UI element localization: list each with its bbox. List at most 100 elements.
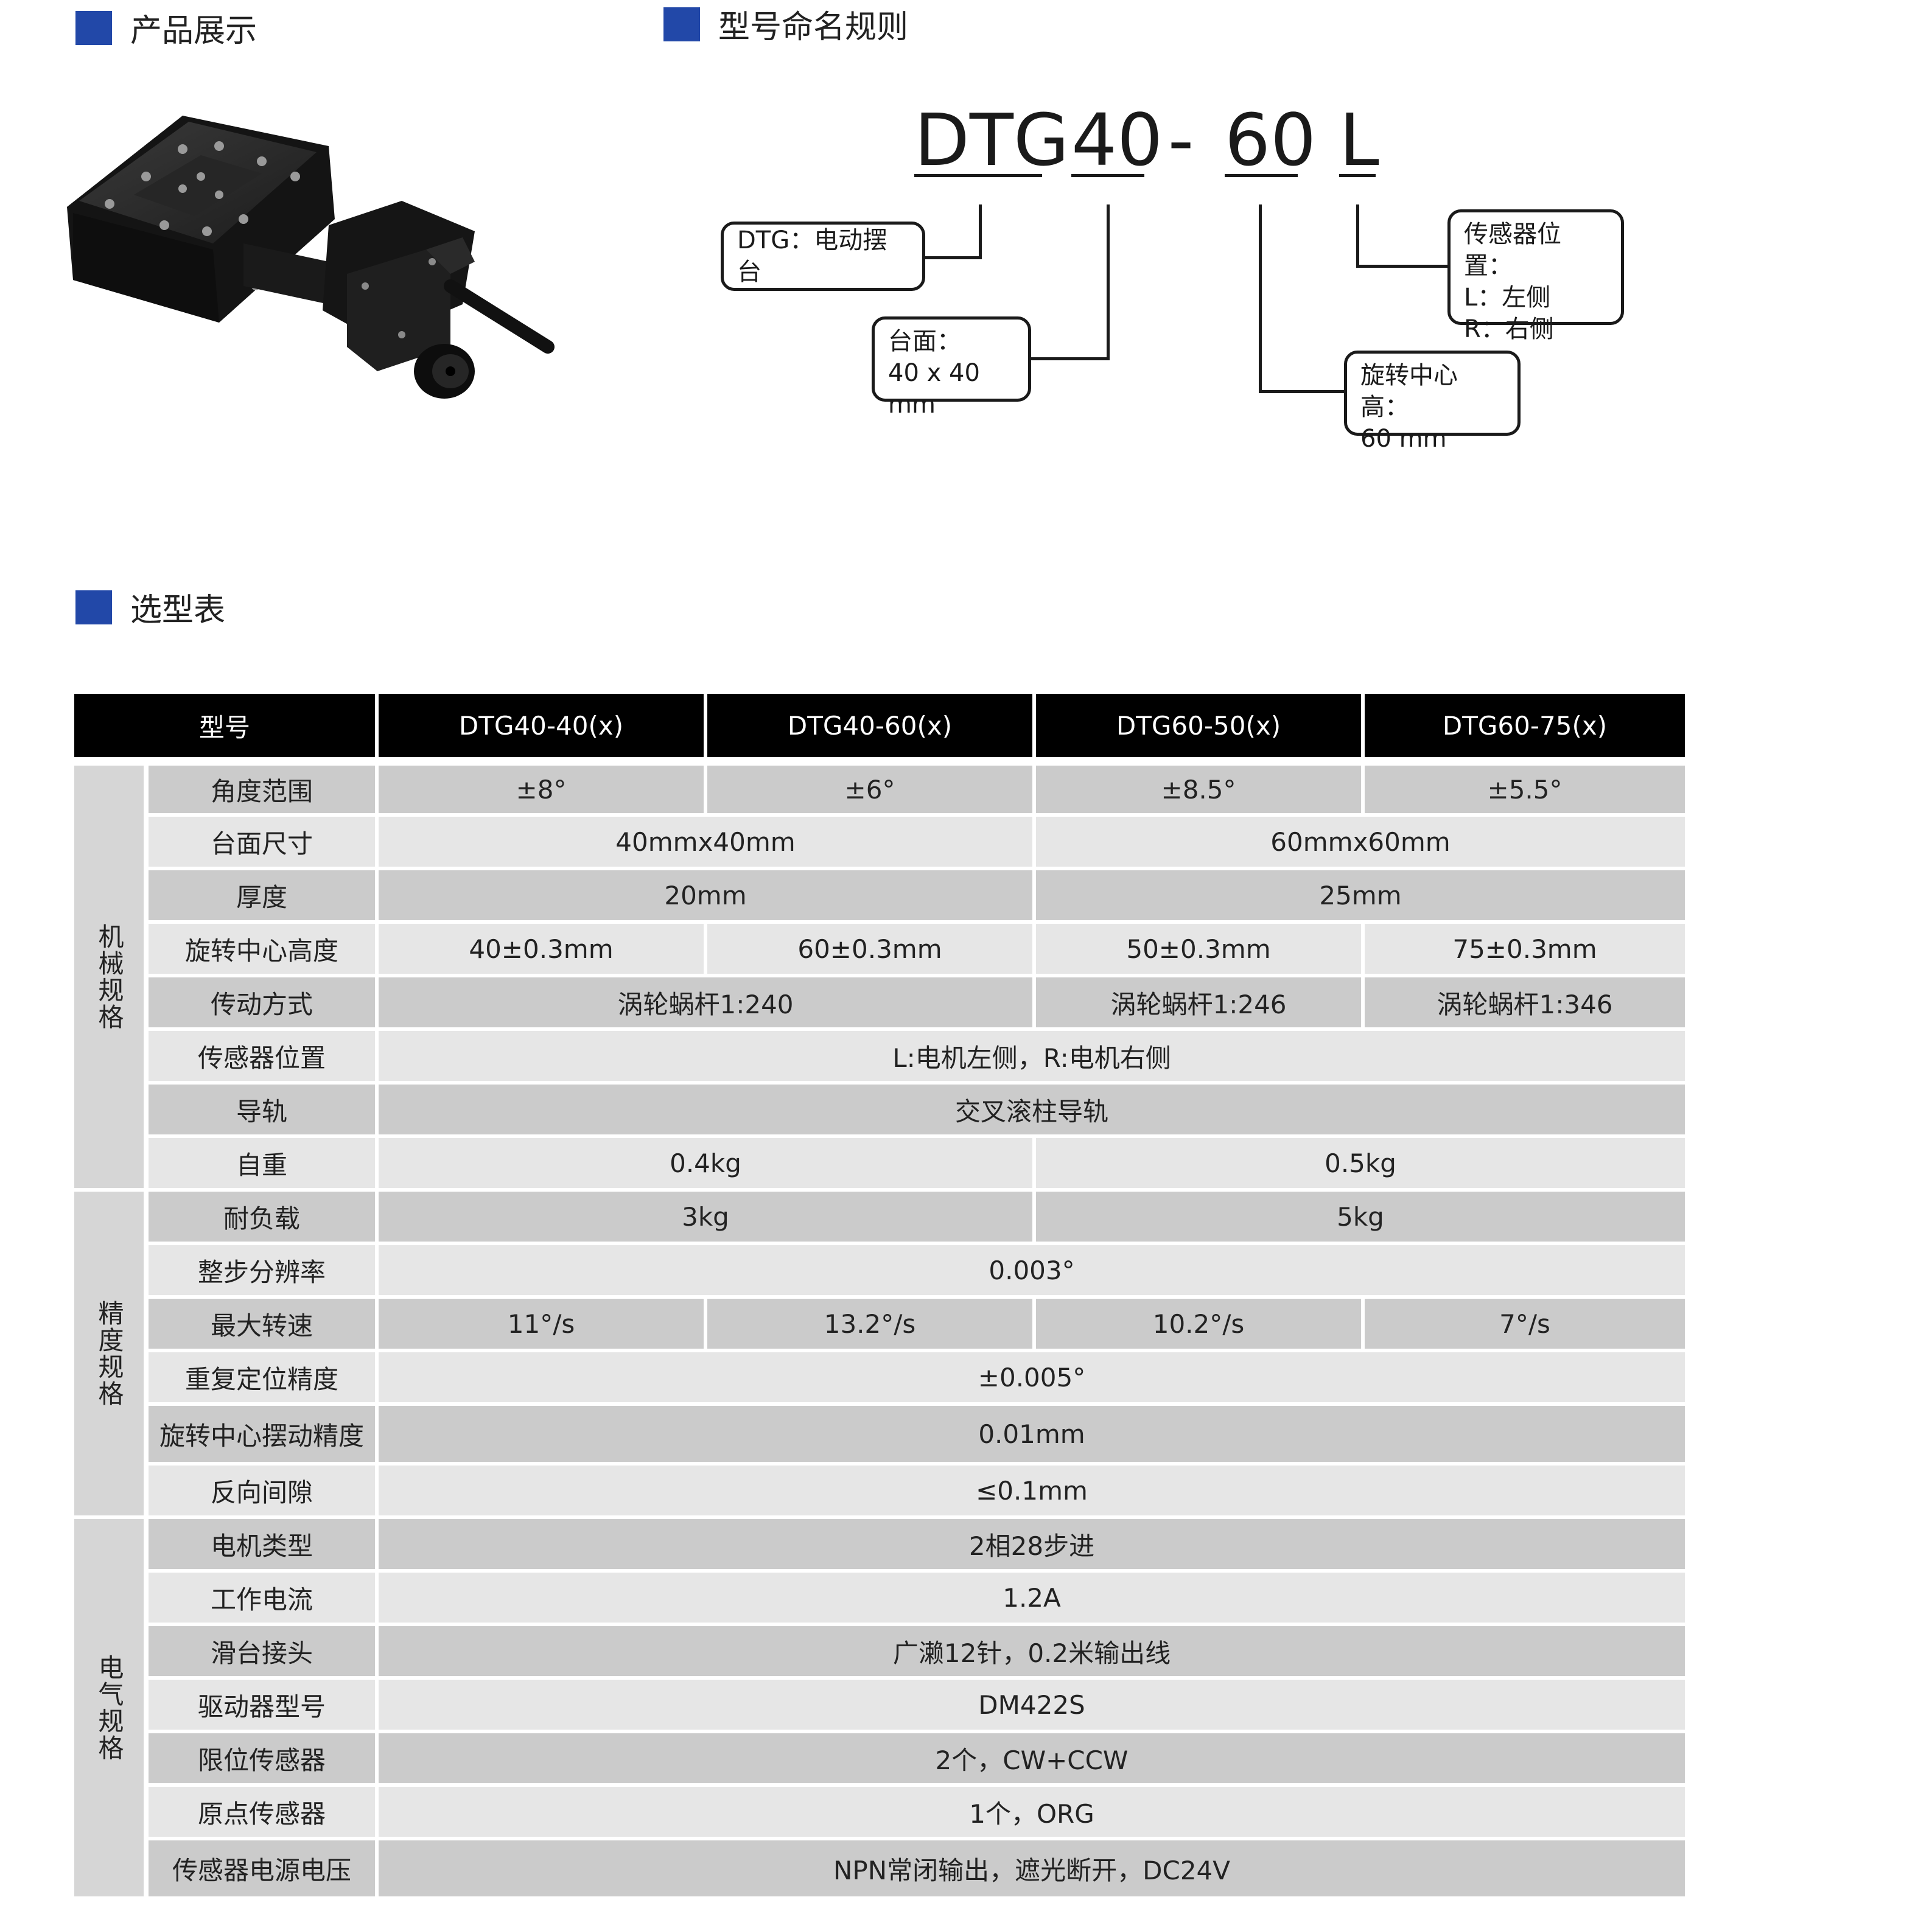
callout-sensor-right: R：右侧 [1464,315,1554,343]
section-title-product: 产品展示 [130,13,257,49]
row-label: 传感器位置 [149,1031,375,1081]
table-cell: L:电机左侧，R:电机右侧 [379,1031,1685,1081]
callout-table-value: 40 x 40 mm [888,359,980,419]
table-cell: 11°/s [379,1299,704,1349]
row-label: 限位传感器 [149,1733,375,1783]
row-label: 最大转速 [149,1299,375,1349]
table-cell: 涡轮蜗杆1:246 [1036,977,1361,1027]
table-cell: 0.01mm [379,1406,1685,1462]
product-image [67,116,555,399]
row-label: 台面尺寸 [149,817,375,867]
connector-line [979,204,982,259]
row-group-text: 精度规格 [94,1300,124,1407]
code-part-dash: - [1167,98,1194,182]
connector-line [1356,204,1359,268]
row-label: 厚度 [149,870,375,920]
code-underline [914,174,1042,177]
table-cell: DM422S [379,1680,1685,1730]
row-label: 旋转中心摆动精度 [149,1406,375,1462]
row-label: 原点传感器 [149,1787,375,1837]
callout-height-value: 60 mm [1360,425,1447,453]
table-cell: 0.5kg [1036,1138,1685,1188]
table-cell: 2个，CW+CCW [379,1733,1685,1783]
callout-center-height: 旋转中心高： 60 mm [1344,351,1521,453]
table-cell: 2相28步进 [379,1519,1685,1569]
table-cell: 60mmx60mm [1036,817,1685,867]
callout-series-text: DTG：电动摆台 [737,226,887,286]
connector-line [1259,390,1344,393]
connector-line [1356,265,1447,268]
table-cell: ±5.5° [1365,766,1685,813]
table-header-cell: DTG40-40(x) [379,694,704,757]
code-part-sensor: L [1339,98,1379,182]
table-cell: 5kg [1036,1192,1685,1242]
table-cell: 60±0.3mm [707,924,1032,974]
row-label: 角度范围 [149,766,375,813]
table-cell: 20mm [379,870,1032,920]
row-label: 驱动器型号 [149,1680,375,1730]
table-cell: 7°/s [1365,1299,1685,1349]
table-cell: 涡轮蜗杆1:346 [1365,977,1685,1027]
row-label: 整步分辨率 [149,1245,375,1295]
section-marker-icon [75,10,112,45]
section-naming: 型号命名规则 [663,1,908,47]
table-cell: 3kg [379,1192,1032,1242]
row-label: 旋转中心高度 [149,924,375,974]
table-cell: 50±0.3mm [1036,924,1361,974]
table-cell: 广濑12针，0.2米输出线 [379,1626,1685,1676]
row-label: 反向间隙 [149,1466,375,1515]
connector-line [1029,357,1110,360]
row-label: 重复定位精度 [149,1352,375,1402]
row-label: 电机类型 [149,1519,375,1569]
connector-line [1107,204,1110,360]
row-label: 耐负载 [149,1192,375,1242]
code-underline [1225,174,1298,177]
table-cell: 13.2°/s [707,1299,1032,1349]
callout-sensor-position: 传感器位置： L：左侧 R：右侧 [1447,209,1624,343]
row-group-text: 电气规格 [94,1654,124,1761]
table-cell: 75±0.3mm [1365,924,1685,974]
section-marker-icon [75,590,112,624]
connector-line [1259,204,1262,393]
section-marker-icon [663,7,700,41]
table-cell: 40mmx40mm [379,817,1032,867]
row-label: 导轨 [149,1085,375,1134]
code-underline [1071,174,1144,177]
row-group-text: 机械规格 [94,923,124,1030]
row-group-label: 精度规格 [74,1192,144,1515]
table-cell: 10.2°/s [1036,1299,1361,1349]
table-cell: ±0.005° [379,1352,1685,1402]
connector-line [923,256,982,259]
code-part-series: DTG [914,98,1069,182]
table-header-cell: DTG40-60(x) [707,694,1032,757]
table-cell: 25mm [1036,870,1685,920]
section-title-naming: 型号命名规则 [718,9,909,46]
table-cell: 涡轮蜗杆1:240 [379,977,1032,1027]
table-cell: ±6° [707,766,1032,813]
table-header-cell: DTG60-75(x) [1365,694,1685,757]
callout-table-title: 台面： [888,327,961,355]
callout-sensor-title: 传感器位置： [1464,220,1561,280]
section-selection: 选型表 [75,584,225,630]
table-cell: 40±0.3mm [379,924,704,974]
callout-sensor-left: L：左侧 [1464,284,1551,312]
table-cell: ≤0.1mm [379,1466,1685,1515]
table-cell: 1.2A [379,1573,1685,1623]
section-product: 产品展示 [75,5,257,51]
table-cell: 交叉滚柱导轨 [379,1085,1685,1134]
table-cell: ±8.5° [1036,766,1361,813]
table-header-cell: 型号 [74,694,375,757]
table-cell: NPN常闭输出，遮光断开，DC24V [379,1840,1685,1896]
table-header-cell: DTG60-50(x) [1036,694,1361,757]
callout-table-size: 台面： 40 x 40 mm [872,316,1031,419]
callout-height-title: 旋转中心高： [1360,362,1458,421]
table-cell: 0.003° [379,1245,1685,1295]
section-title-selection: 选型表 [130,592,226,629]
row-label: 传感器电源电压 [149,1840,375,1896]
code-part-size: 40 [1071,98,1163,182]
row-label: 工作电流 [149,1573,375,1623]
callout-series: DTG：电动摆台 [721,222,925,291]
row-label: 滑台接头 [149,1626,375,1676]
row-group-label: 电气规格 [74,1519,144,1896]
table-cell: ±8° [379,766,704,813]
